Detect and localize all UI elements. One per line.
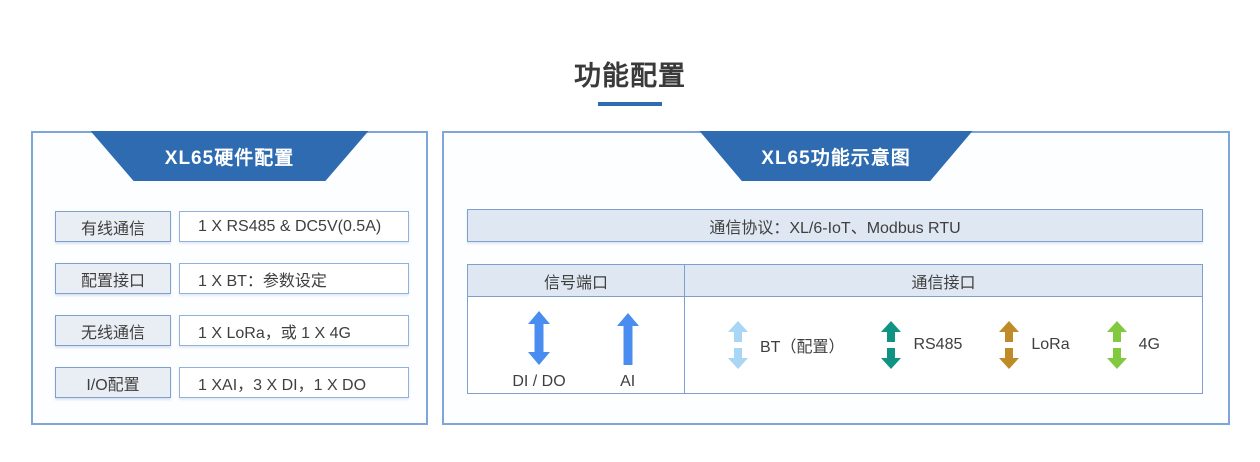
double-arrow-icon: [528, 311, 550, 365]
comm-interface-header: 通信接口: [685, 264, 1203, 297]
row-label: I/O配置: [55, 367, 171, 398]
row-label: 配置接口: [55, 263, 171, 294]
function-table: 信号端口 通信接口 DI / DO AI: [467, 264, 1203, 394]
function-diagram-panel: XL65功能示意图 通信协议：XL/6-IoT、Modbus RTU 信号端口 …: [442, 131, 1230, 425]
hardware-config-panel: XL65硬件配置 有线通信 1 X RS485 & DC5V(0.5A) 配置接…: [31, 131, 428, 425]
page-header: 功能配置: [0, 54, 1260, 106]
list-item: RS485: [880, 321, 962, 369]
hardware-panel-header: XL65硬件配置: [90, 131, 369, 181]
split-double-arrow-icon: [1106, 321, 1127, 369]
hardware-panel-title: XL65硬件配置: [164, 147, 295, 169]
row-label: 有线通信: [55, 211, 171, 242]
function-table-body: DI / DO AI BT（配置: [467, 297, 1203, 394]
protocol-bar: 通信协议：XL/6-IoT、Modbus RTU: [467, 209, 1203, 242]
up-arrow-icon: [616, 313, 639, 365]
row-value: 1 XAI，3 X DI，1 X DO: [179, 367, 409, 398]
function-panel-title: XL65功能示意图: [761, 147, 911, 169]
row-value: 1 X BT：参数设定: [179, 263, 409, 294]
table-row: 配置接口 1 X BT：参数设定: [55, 263, 409, 294]
comm-interface-label: RS485: [913, 336, 963, 353]
function-panel-header: XL65功能示意图: [699, 131, 973, 181]
hardware-rows: 有线通信 1 X RS485 & DC5V(0.5A) 配置接口 1 X BT：…: [55, 211, 409, 419]
page-title: 功能配置: [574, 61, 686, 91]
signal-port-label: AI: [620, 373, 636, 390]
list-item: AI: [616, 311, 640, 391]
list-item: 4G: [1106, 321, 1160, 369]
signal-port-label: DI / DO: [512, 373, 566, 390]
comm-interface-label: BT（配置）: [760, 339, 845, 356]
comm-interface-label: 4G: [1138, 336, 1160, 353]
split-double-arrow-icon: [881, 321, 902, 369]
list-item: BT（配置）: [727, 321, 844, 369]
signal-ports-cell: DI / DO AI: [467, 297, 685, 394]
table-row: 无线通信 1 X LoRa，或 1 X 4G: [55, 315, 409, 346]
comm-interface-cell: BT（配置） RS485: [685, 297, 1203, 394]
row-value: 1 X RS485 & DC5V(0.5A): [179, 211, 409, 242]
list-item: DI / DO: [512, 311, 566, 391]
comm-interface-label: LoRa: [1031, 336, 1070, 353]
title-underline: [598, 102, 662, 106]
list-item: LoRa: [998, 321, 1070, 369]
signal-ports-header: 信号端口: [467, 264, 685, 297]
table-row: 有线通信 1 X RS485 & DC5V(0.5A): [55, 211, 409, 242]
row-label: 无线通信: [55, 315, 171, 346]
function-table-header: 信号端口 通信接口: [467, 264, 1203, 297]
row-value: 1 X LoRa，或 1 X 4G: [179, 315, 409, 346]
split-double-arrow-icon: [728, 321, 748, 369]
split-double-arrow-icon: [999, 321, 1020, 369]
table-row: I/O配置 1 XAI，3 X DI，1 X DO: [55, 367, 409, 398]
